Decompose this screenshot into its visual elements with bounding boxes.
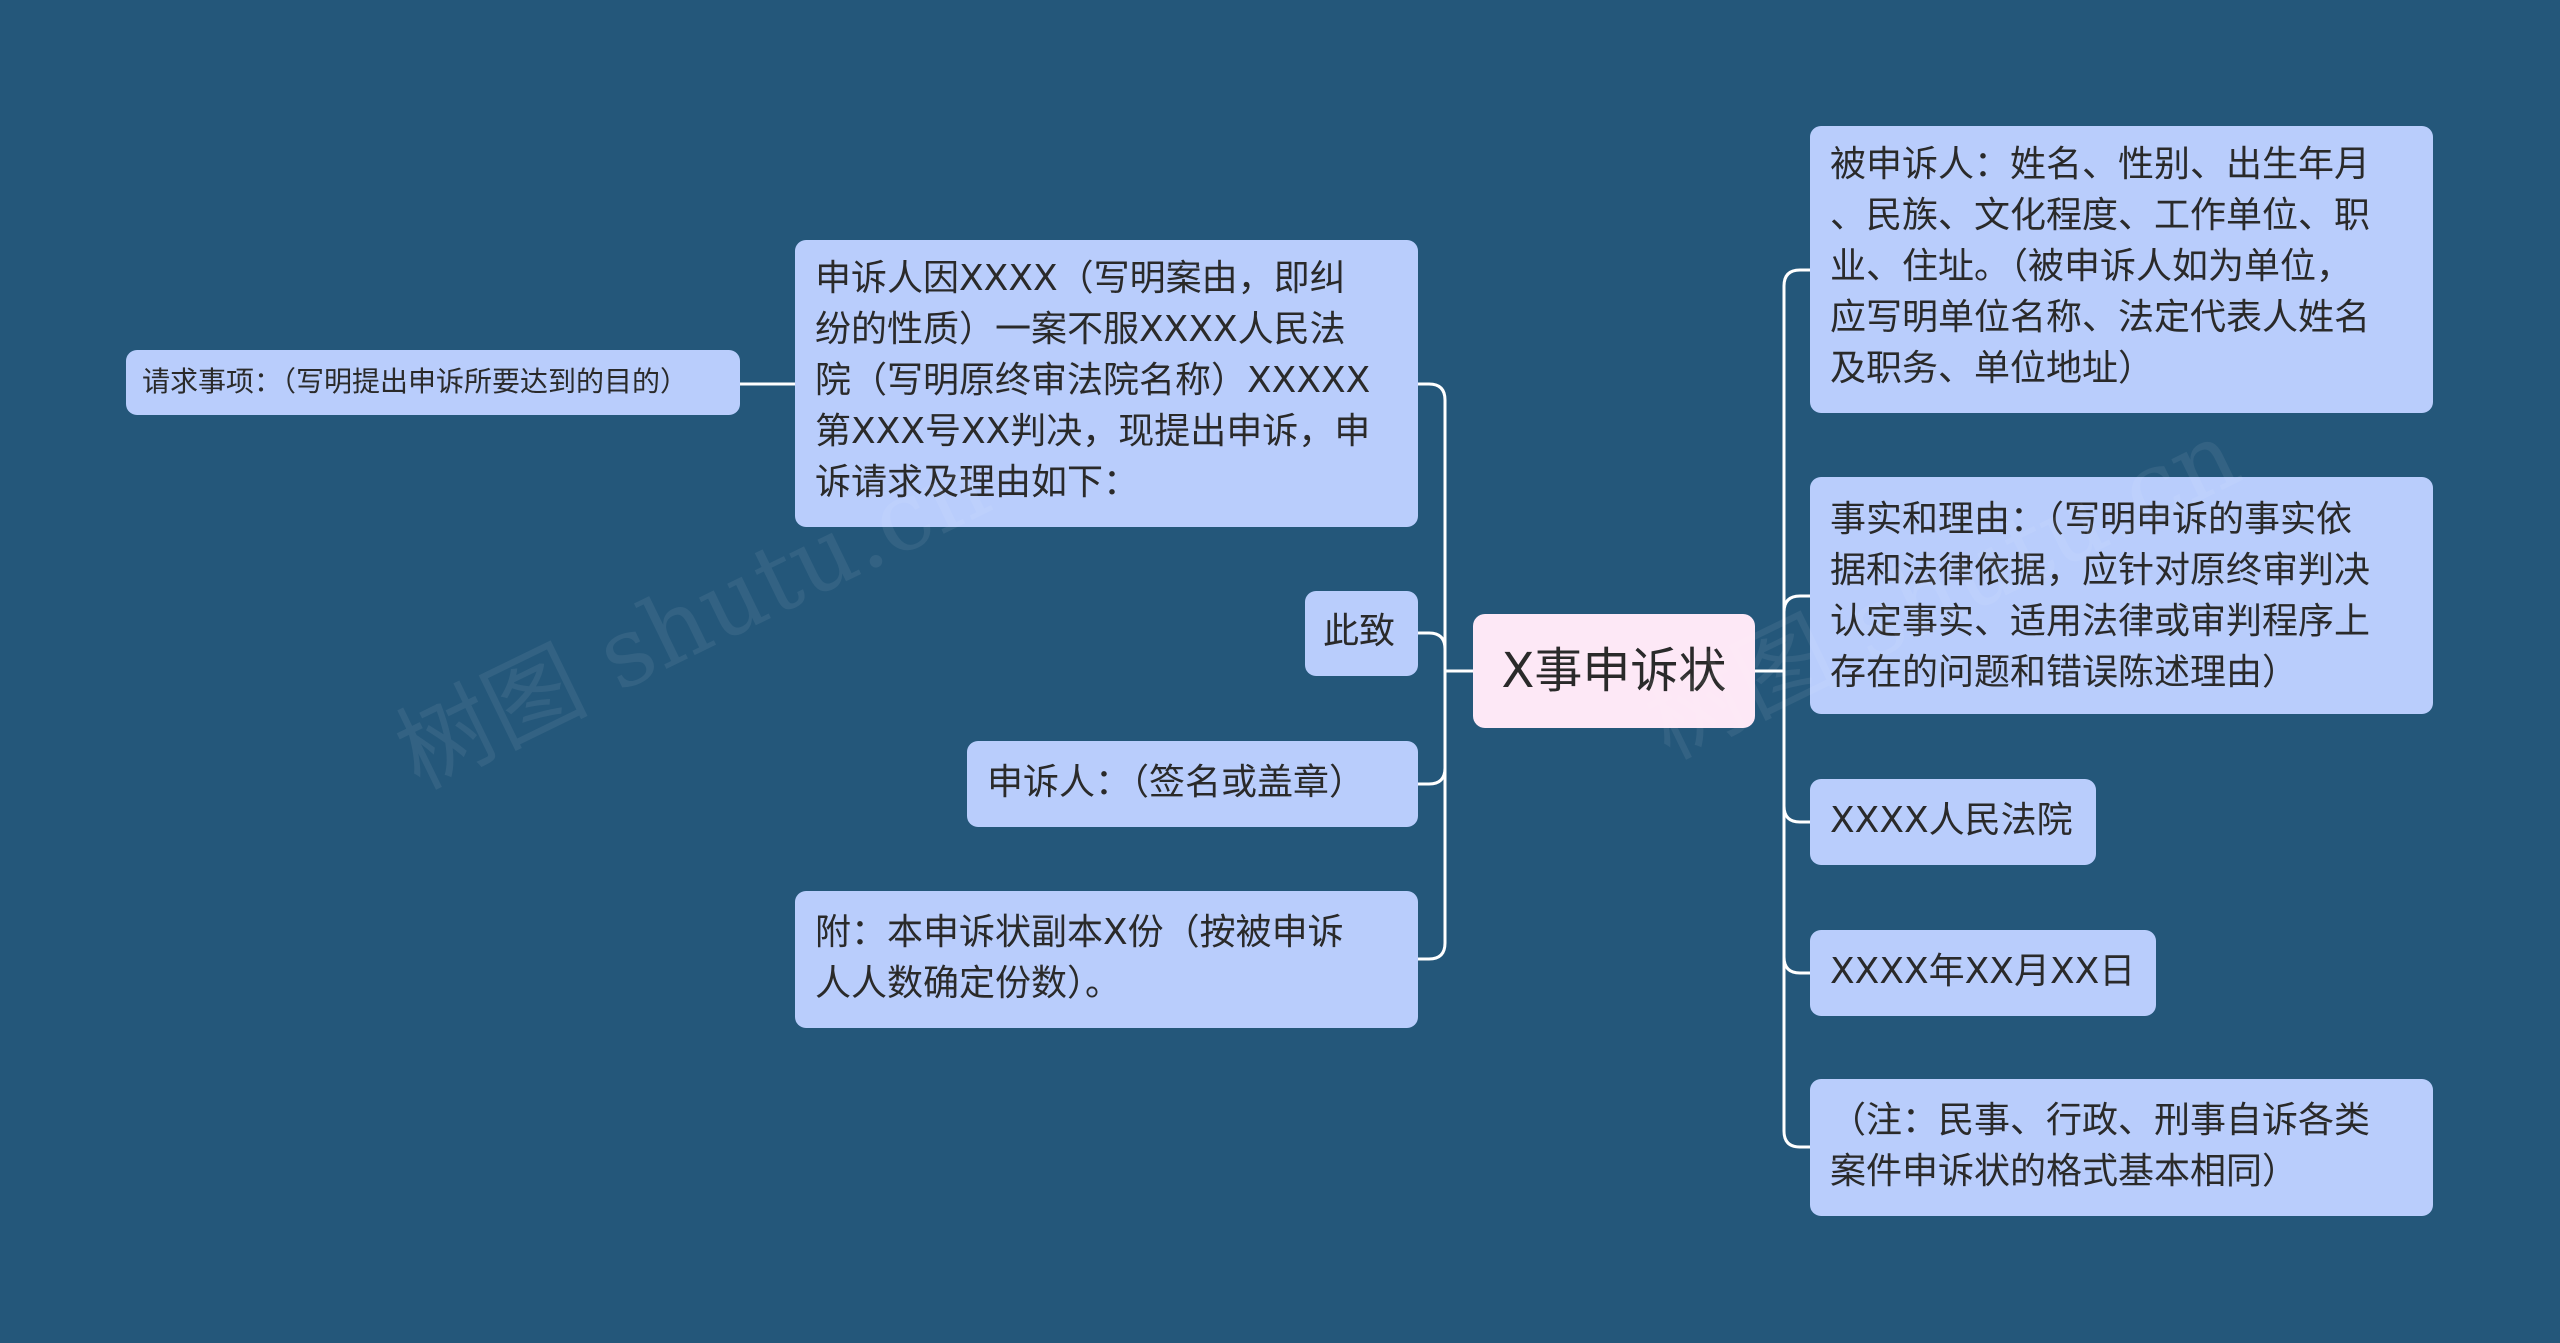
link-right-1: [1782, 268, 1812, 673]
link-left-2: [1416, 631, 1447, 673]
left-node-3[interactable]: 申诉人：（签名或盖章）: [967, 741, 1418, 827]
far-left-node[interactable]: 请求事项：（写明提出申诉所要达到的目的）: [126, 350, 740, 415]
left-node-2[interactable]: 此致: [1305, 591, 1418, 676]
right-node-3[interactable]: XXXX人民法院: [1810, 779, 2096, 865]
link-right-5: [1782, 669, 1812, 1149]
link-left-4: [1416, 669, 1447, 961]
right-node-5[interactable]: （注：民事、行政、刑事自诉各类 案件申诉状的格式基本相同）: [1810, 1079, 2433, 1216]
right-node-1[interactable]: 被申诉人：姓名、性别、出生年月 、民族、文化程度、工作单位、职 业、住址。（被申…: [1810, 126, 2433, 413]
right-node-2[interactable]: 事实和理由：（写明申诉的事实依 据和法律依据，应针对原终审判决 认定事实、适用法…: [1810, 477, 2433, 714]
center-node[interactable]: X事申诉状: [1473, 614, 1755, 728]
link-right-2: [1782, 594, 1812, 673]
link-left-3: [1416, 669, 1447, 786]
right-node-4[interactable]: XXXX年XX月XX日: [1810, 930, 2156, 1016]
left-node-1[interactable]: 申诉人因XXXX（写明案由，即纠 纷的性质）一案不服XXXX人民法 院（写明原终…: [795, 240, 1418, 527]
link-right-3: [1782, 669, 1812, 824]
link-left-1: [1416, 382, 1447, 673]
left-node-4[interactable]: 附：本申诉状副本X份（按被申诉 人人数确定份数）。: [795, 891, 1418, 1028]
